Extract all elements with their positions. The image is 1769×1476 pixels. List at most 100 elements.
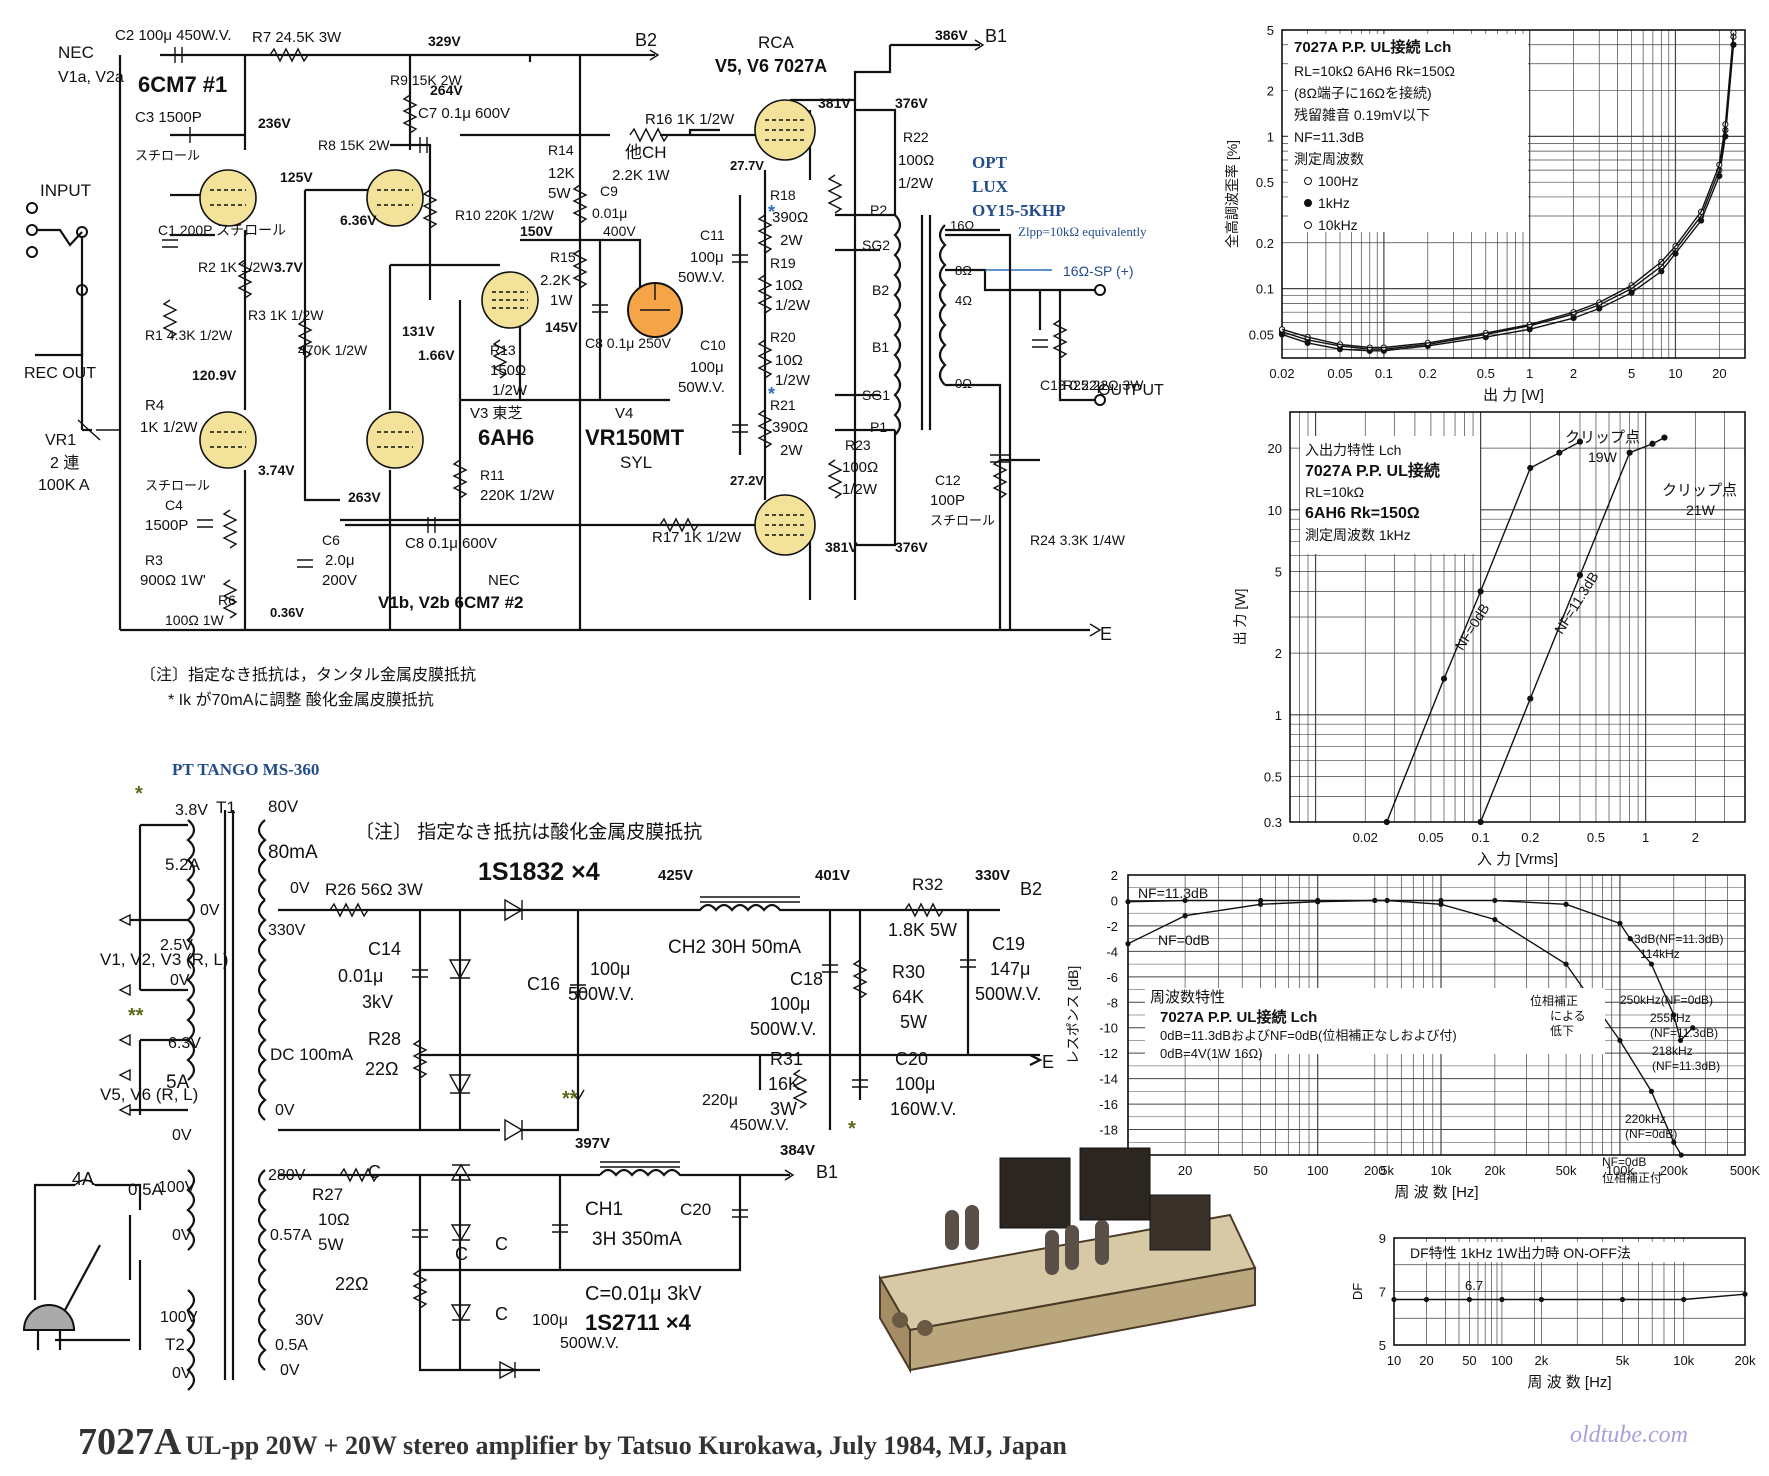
chart-annotation: クリップ点 bbox=[1662, 482, 1737, 499]
chart-annotation: 220kHz bbox=[1625, 1112, 1666, 1126]
star-mark: * bbox=[135, 783, 143, 805]
component-label: 50W.V. bbox=[678, 379, 725, 396]
component-label: 5A bbox=[166, 1072, 190, 1093]
chart-annotation: 測定周波数 bbox=[1294, 151, 1364, 167]
x-tick-label: 10k bbox=[1431, 1163, 1452, 1178]
component-label: R2 1K 1/2W bbox=[198, 259, 274, 275]
amplifier-wiring bbox=[26, 39, 1106, 637]
x-tick-label: 0.02 bbox=[1269, 366, 1294, 381]
component-label: 236V bbox=[258, 115, 291, 131]
component-label: 1/2W bbox=[842, 481, 878, 498]
component-label: 1.66V bbox=[418, 347, 455, 363]
chart-annotation: RL=10kΩ 6AH6 Rk=150Ω bbox=[1294, 63, 1455, 79]
x-tick-label: 2k bbox=[1535, 1353, 1549, 1368]
component-label: 0V bbox=[200, 902, 220, 919]
chart-frequency-response: 1020501002005k10k20k50k100k200k500K20-2-… bbox=[1065, 868, 1761, 1201]
y-tick-label: -14 bbox=[1099, 1072, 1118, 1087]
component-label: R30 bbox=[892, 962, 925, 982]
component-label: 200V bbox=[322, 572, 357, 589]
component-label: 147μ bbox=[990, 959, 1030, 979]
y-axis-label: 出 力 [W] bbox=[1232, 589, 1248, 646]
component-label: 8Ω bbox=[955, 263, 972, 278]
component-label: 0Ω bbox=[955, 376, 972, 391]
component-label: R13 bbox=[490, 342, 516, 358]
x-tick-label: 20 bbox=[1178, 1163, 1192, 1178]
x-tick-label: 0.5 bbox=[1477, 366, 1495, 381]
component-label: 220μ bbox=[702, 1092, 738, 1109]
y-tick-label: 1 bbox=[1275, 708, 1282, 723]
component-label: 2.5V bbox=[160, 937, 193, 954]
component-label: PT TANGO MS-360 bbox=[172, 760, 319, 779]
component-label: 500W.V. bbox=[560, 1335, 619, 1352]
component-label: R23 bbox=[845, 437, 871, 453]
component-label: B1 bbox=[985, 26, 1007, 46]
component-label: 6CM7 #1 bbox=[138, 72, 227, 97]
y-tick-label: 0 bbox=[1111, 893, 1118, 908]
component-label: 0V bbox=[275, 1102, 295, 1119]
component-label: 100μ bbox=[895, 1074, 935, 1094]
component-label: R24 3.3K 1/4W bbox=[1030, 532, 1126, 548]
y-tick-label: 0.1 bbox=[1256, 282, 1274, 297]
x-tick-label: 200 bbox=[1364, 1163, 1386, 1178]
chart-annotation: クリップ点 bbox=[1565, 429, 1640, 446]
tube-v2a bbox=[366, 169, 424, 227]
star-mark: ** bbox=[562, 1088, 578, 1110]
chart-annotation: 218kHz bbox=[1652, 1044, 1693, 1058]
component-label: * Ik が70mAに調整 酸化金属皮膜抵抗 bbox=[168, 691, 434, 709]
series-line bbox=[1281, 32, 1735, 349]
legend-entry: 100Hz bbox=[1318, 173, 1358, 189]
legend-entry: 10kHz bbox=[1318, 217, 1358, 233]
tube-v3-6ah6 bbox=[481, 271, 539, 329]
component-label: C=0.01μ 3kV bbox=[585, 1283, 702, 1305]
component-label: C10 bbox=[700, 337, 726, 353]
x-tick-label: 5k bbox=[1616, 1353, 1630, 1368]
component-label: 1/2W bbox=[898, 175, 934, 192]
component-label: スチロール bbox=[930, 513, 995, 528]
component-label: 0V bbox=[290, 880, 310, 897]
caption-text: UL-pp 20W + 20W stereo amplifier by Tats… bbox=[185, 1431, 1067, 1460]
component-label: R1 4.3K 1/2W bbox=[145, 327, 233, 343]
component-label: 384V bbox=[780, 1142, 815, 1159]
y-tick-label: 5 bbox=[1275, 565, 1282, 580]
component-label: C19 bbox=[992, 934, 1025, 954]
component-label: C bbox=[455, 1244, 468, 1264]
component-label: 4A bbox=[72, 1169, 94, 1189]
component-label: OUTPUT bbox=[1098, 382, 1164, 399]
y-tick-label: 20 bbox=[1268, 441, 1282, 456]
star-mark: ** bbox=[128, 1005, 144, 1027]
component-label: C8 0.1μ 600V bbox=[405, 535, 497, 552]
chart-annotation: 6.7 bbox=[1465, 1278, 1483, 1293]
component-label: 64K bbox=[892, 987, 924, 1007]
series-label: NF=11.3dB bbox=[1138, 885, 1208, 901]
component-label: Zlpp=10kΩ equivalently bbox=[1018, 224, 1147, 239]
chart-annotation: 7027A P.P. UL接続 bbox=[1305, 461, 1440, 480]
series-line bbox=[1127, 899, 1694, 1042]
component-label: 160W.V. bbox=[890, 1099, 956, 1119]
component-label: 3.7V bbox=[274, 259, 303, 275]
component-label: 330V bbox=[975, 867, 1010, 884]
component-label: 10Ω bbox=[318, 1210, 350, 1229]
x-tick-label: 100k bbox=[1606, 1163, 1635, 1178]
component-label: スチロール bbox=[145, 478, 210, 493]
component-label: 381V bbox=[825, 539, 858, 555]
x-axis-label: 出 力 [W] bbox=[1483, 387, 1544, 404]
component-label: 500W.V. bbox=[750, 1019, 816, 1039]
x-tick-label: 50 bbox=[1462, 1353, 1476, 1368]
x-tick-label: 20k bbox=[1735, 1353, 1756, 1368]
component-label: B1 bbox=[816, 1162, 838, 1182]
component-label: R27 bbox=[312, 1185, 343, 1204]
x-axis-label: 周 波 数 [Hz] bbox=[1527, 1374, 1611, 1391]
y-tick-label: 0.05 bbox=[1249, 327, 1274, 342]
component-label: 100μ bbox=[770, 994, 810, 1014]
series-label: NF=11.3dB bbox=[1551, 569, 1602, 637]
component-label: R28 bbox=[368, 1029, 401, 1049]
series-line bbox=[1386, 441, 1581, 823]
y-tick-label: -8 bbox=[1106, 995, 1118, 1010]
component-label: 100Ω bbox=[898, 152, 934, 169]
y-tick-label: 5 bbox=[1379, 1338, 1386, 1353]
component-label: C11 bbox=[700, 227, 725, 243]
component-label: 2W bbox=[780, 232, 803, 249]
component-label: R18 bbox=[770, 187, 796, 203]
component-label: 0V bbox=[280, 1362, 300, 1379]
